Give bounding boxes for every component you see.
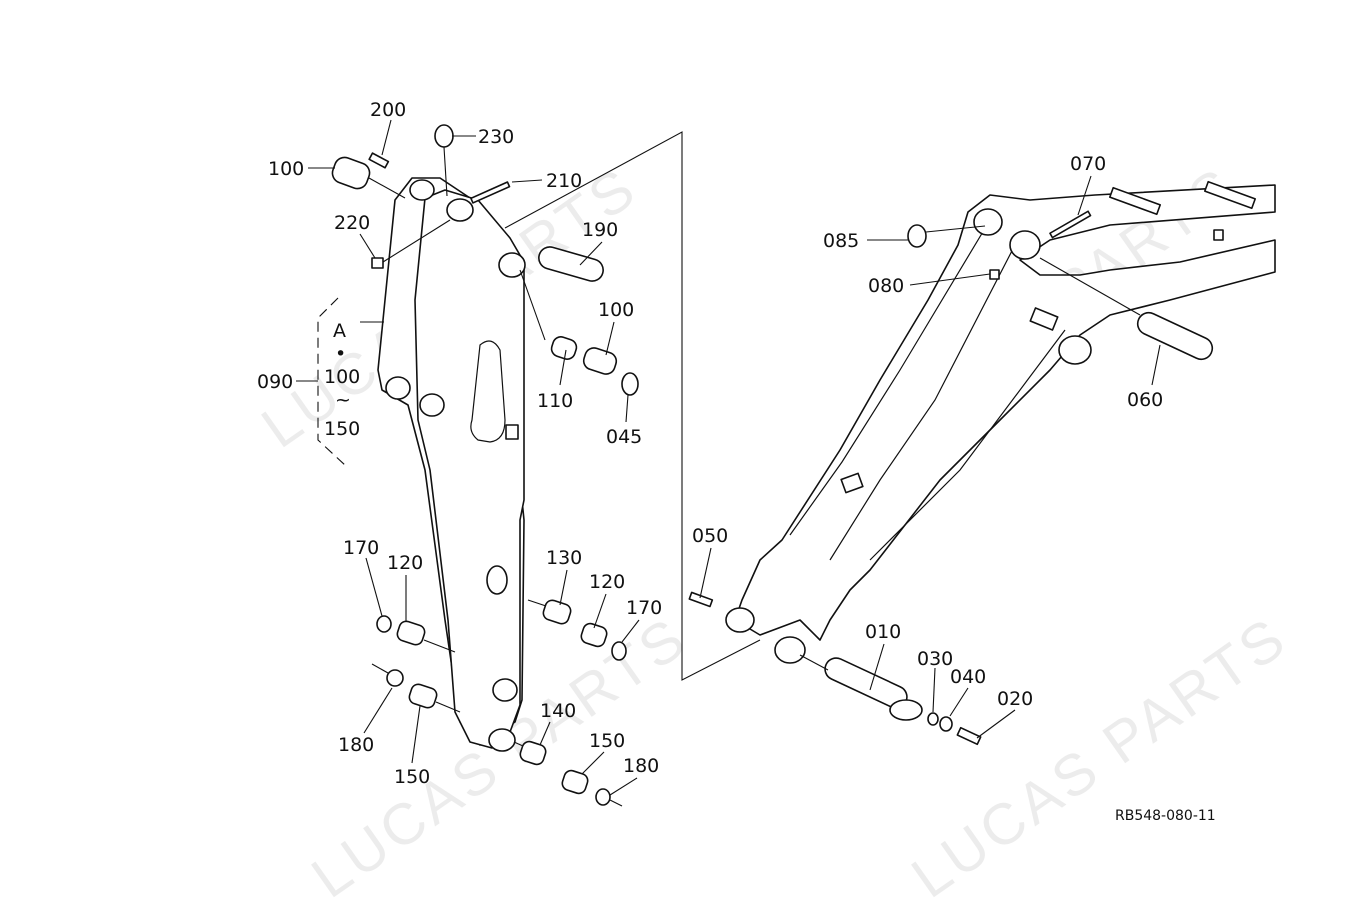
boom-boss-foot-front	[1009, 230, 1041, 260]
boom-body	[734, 184, 1276, 641]
watermark: LUCAS PARTS	[900, 604, 1299, 900]
callout-190: 190	[582, 219, 618, 241]
group-range-start: A	[333, 320, 346, 342]
boom-pad-right	[1203, 180, 1257, 210]
bolt-070	[1049, 210, 1092, 239]
grease-nipple-200	[368, 152, 390, 169]
callout-200: 200	[370, 99, 406, 121]
shim-045	[621, 372, 639, 396]
shim-180-right	[595, 788, 611, 806]
drawing-code: RB548-080-11	[1115, 808, 1216, 824]
callout-090: 090	[257, 371, 293, 393]
arm-boss-bucket	[488, 728, 516, 752]
arm-boss-cylinder	[498, 252, 526, 278]
boom-parts	[688, 210, 1214, 746]
arm-hose-clamp	[505, 424, 519, 440]
callout-030: 030	[917, 648, 953, 670]
bushing-120-left	[396, 620, 426, 646]
boom-assembly	[725, 180, 1276, 664]
callout-170-left: 170	[343, 537, 379, 559]
shim-180-left	[386, 669, 404, 687]
washer-030	[927, 712, 939, 726]
callout-045: 045	[606, 426, 642, 448]
callout-100-top: 100	[268, 158, 304, 180]
boom-boss-arm-front	[774, 636, 806, 664]
callout-085: 085	[823, 230, 859, 252]
callout-170-right: 170	[626, 597, 662, 619]
arm-boss-top-back	[409, 179, 435, 201]
shim-085	[907, 224, 927, 248]
boom-bracket	[1029, 307, 1059, 331]
arm-parts	[331, 124, 639, 807]
callout-230: 230	[478, 126, 514, 148]
pin-060	[1136, 311, 1214, 361]
bolt-020	[956, 726, 982, 746]
group-bracket	[317, 297, 347, 467]
bushing-110	[550, 336, 578, 360]
callout-120-right: 120	[589, 571, 625, 593]
callout-220: 220	[334, 212, 370, 234]
boom-boss-foot-back	[973, 208, 1003, 236]
callout-050: 050	[692, 525, 728, 547]
bushing-150-left	[408, 683, 438, 709]
arm-slot	[470, 340, 506, 443]
group-range-bullet: •	[335, 343, 346, 365]
pin-190	[538, 246, 604, 282]
bushing-120-right	[580, 622, 608, 648]
boom-edge-2	[829, 244, 1016, 561]
callout-100-right: 100	[598, 299, 634, 321]
bushing-100-right	[582, 347, 618, 375]
boom-boss-arm-back	[725, 607, 755, 633]
boom-boss-cylinder	[1058, 335, 1092, 365]
callout-150-right: 150	[589, 730, 625, 752]
callout-010: 010	[865, 621, 901, 643]
boom-plug	[1213, 229, 1224, 241]
arm-cover-plate	[486, 565, 508, 595]
bushing-130	[542, 599, 572, 625]
callout-060: 060	[1127, 389, 1163, 411]
boom-edge-3	[869, 329, 1066, 561]
callout-180-left: 180	[338, 734, 374, 756]
leader-lines	[308, 119, 1161, 796]
arm-boss-foot-front	[419, 393, 445, 417]
nut-220	[371, 257, 384, 269]
boom-pad-left	[1108, 186, 1162, 216]
boom-clamp	[840, 472, 864, 494]
boom-edge-1	[789, 219, 991, 536]
callout-180-right: 180	[623, 755, 659, 777]
callout-120-left: 120	[387, 552, 423, 574]
group-range-mid: 100	[324, 366, 360, 388]
callout-130: 130	[546, 547, 582, 569]
bushing-140	[519, 740, 547, 766]
group-range-end: 150	[324, 418, 360, 440]
grease-nipple-050	[688, 591, 714, 608]
shim-230	[434, 124, 454, 148]
arm-boss-foot-back	[385, 376, 411, 400]
pin-010-plate	[889, 699, 923, 721]
bushing-100-top	[331, 156, 371, 190]
callout-110: 110	[537, 390, 573, 412]
arm-boss-link	[492, 678, 518, 702]
nut-080	[989, 269, 1000, 280]
arm-assembly	[377, 177, 526, 752]
callout-150-left: 150	[394, 766, 430, 788]
callout-labels: 200 230 100 210 220 190 100 110 045 A • …	[257, 99, 1163, 788]
arm-boss-top-front	[446, 198, 474, 222]
perspective-lines	[504, 131, 761, 681]
bushing-150-right	[561, 769, 589, 795]
group-range-tilde: ~	[335, 389, 351, 411]
callout-080: 080	[868, 275, 904, 297]
bolt-210	[470, 181, 511, 204]
washer-040	[939, 716, 953, 732]
shim-170-right	[611, 641, 627, 661]
callout-040: 040	[950, 666, 986, 688]
callout-070: 070	[1070, 153, 1106, 175]
callout-140: 140	[540, 700, 576, 722]
shim-170-left	[376, 615, 392, 633]
callout-020: 020	[997, 688, 1033, 710]
callout-210: 210	[546, 170, 582, 192]
